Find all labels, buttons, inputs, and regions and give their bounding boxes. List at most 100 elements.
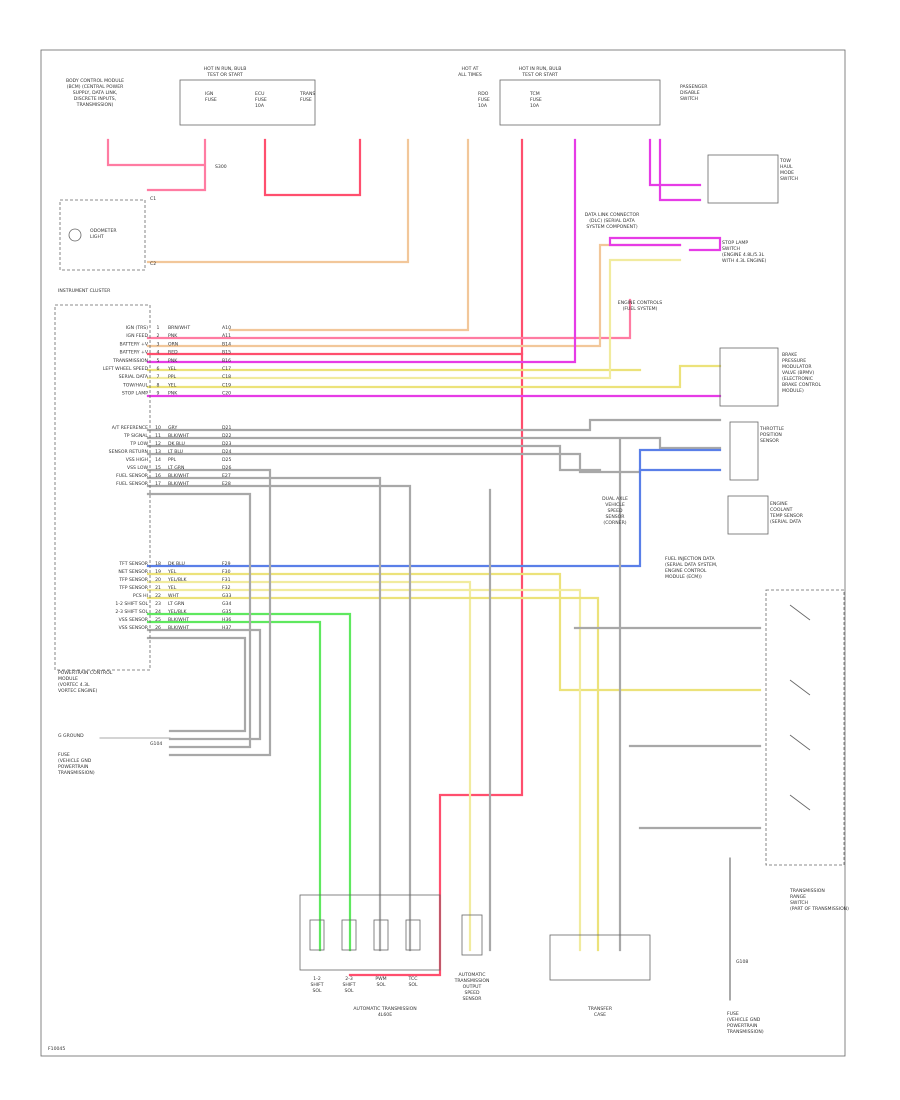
diagram-frame [40, 49, 846, 1057]
pin-cid: A10 [222, 325, 231, 331]
wire-green-b [146, 620, 322, 952]
pin-cid: D23 [222, 441, 231, 447]
pin-cid: C20 [222, 391, 231, 397]
solenoid-label: SOL [312, 988, 322, 994]
pin-cid: G33 [222, 593, 231, 599]
brake-module-box [719, 347, 779, 407]
pin-cid: F29 [222, 561, 231, 567]
label-dual-sensor-line-3: SENSOR [606, 514, 626, 520]
label-hot-mid-line-0: HOT AT [462, 66, 479, 72]
pin-label: SERIAL DATA [119, 374, 149, 380]
pin-color: BRN/WHT [168, 325, 190, 331]
label-fuse-b-line-2: 10A [255, 103, 265, 109]
pin-num: 3 [157, 341, 160, 347]
pin-color: ORN [168, 341, 178, 347]
label-tcm-title-line-3: VORTEC ENGINE) [58, 688, 98, 694]
pin-color: LT GRN [168, 601, 184, 607]
pin-cid: F32 [222, 585, 231, 591]
pin-num: 22 [155, 593, 161, 599]
pin-label: A/T REFERENCE [112, 425, 148, 431]
pin-cid: E27 [222, 473, 231, 479]
pin-color: YEL [167, 366, 177, 372]
trans-range-box [765, 589, 845, 866]
pin-cid: D21 [222, 425, 231, 431]
wire-orange-cluster [146, 138, 410, 264]
solenoid-label: 2-3 [345, 976, 353, 982]
label-sensor-speed-line-3: SPEED [464, 990, 479, 996]
wire-red-fuse-top [263, 138, 362, 197]
pin-label: FUEL SENSOR [116, 473, 149, 479]
pin-color: RED [168, 350, 178, 356]
label-ground-right-line-3: TRANSMISSION) [726, 1029, 764, 1035]
pin-color: PPL [168, 374, 177, 380]
label-tcm-title-line-1: MODULE [58, 676, 78, 682]
text-layer: BODY CONTROL MODULE(BCM) (CENTRAL POWERS… [48, 66, 849, 1052]
label-ptc-note-line-0: FUEL INJECTION DATA [665, 556, 716, 562]
label-stop-lamp-line-3: WITH 4.3L ENGINE) [722, 258, 767, 264]
wire-gray-v2 [146, 476, 382, 952]
label-odometer-line-1: LIGHT [90, 234, 104, 240]
label-brake-module-line-1: PRESSURE [782, 358, 806, 364]
label-auto-trans-line-1: 4L60E [378, 1012, 392, 1018]
tcm-box [54, 304, 151, 671]
pin-color: LT GRN [168, 465, 184, 471]
pin-label: STOP LAMP [122, 391, 148, 397]
label-data-link-line-0: DATA LINK CONNECTOR [585, 212, 640, 218]
pin-cid: D25 [222, 457, 231, 463]
label-g104: G104 [150, 741, 162, 747]
components [54, 79, 845, 981]
label-hot-fuel-line-0: ENGINE CONTROLS [618, 300, 662, 306]
label-brake-module-line-5: BRAKE CONTROL [782, 382, 822, 388]
pin-label: VSS LOW [127, 465, 148, 471]
pin-label: TFT SENSOR [118, 561, 148, 567]
label-auto-trans-line-0: AUTOMATIC TRANSMISSION [353, 1006, 416, 1012]
pin-color: YEL [167, 382, 177, 388]
label-g-right: G108 [736, 959, 748, 965]
pin-color: PNK [168, 391, 178, 397]
label-dual-sensor-line-4: (CORNER) [603, 520, 626, 526]
pin-num: 18 [155, 561, 161, 567]
pin-color: BLK/WHT [168, 481, 189, 487]
label-fuse-ground-line-0: FUSE [58, 752, 70, 758]
label-trans-case-line-1: CASE [594, 1012, 606, 1018]
label-fuse-d-line-2: 10A [478, 103, 488, 109]
pin-cid: C18 [222, 374, 231, 380]
pin-label: 1-2 SHIFT SOL [115, 601, 148, 607]
pin-cid: G35 [222, 609, 231, 615]
pin-label: TFP SENSOR [118, 577, 148, 583]
pin-cid: D26 [222, 465, 231, 471]
label-sensor-speed-line-0: AUTOMATIC [458, 972, 485, 978]
solenoid-label: 1-2 [313, 976, 321, 982]
speed-sensor [461, 914, 483, 956]
label-c2: C2 [150, 261, 156, 267]
pin-label: TFP SENSOR [118, 585, 148, 591]
pin-num: 26 [155, 625, 161, 631]
pin-cid: B14 [222, 341, 231, 347]
pin-cid: A11 [222, 333, 231, 339]
label-g-ground: G GROUND [58, 733, 84, 739]
wire-green-a [146, 612, 352, 952]
solenoid-label: SOL [376, 982, 386, 988]
fuse-block-right [499, 79, 661, 126]
wire-gray-row10 [146, 418, 722, 432]
label-dual-sensor-line-1: VEHICLE [605, 502, 625, 508]
label-hot-right-line-1: TEST OR START [521, 72, 558, 78]
label-tow-mode-line-1: HAUL [780, 164, 793, 170]
label-fuse-b-line-1: FUSE [255, 97, 267, 103]
wire-yellow-low1 [146, 572, 762, 692]
pin-label: VSS SENSOR [119, 625, 149, 631]
label-fuse-e-line-1: FUSE [530, 97, 542, 103]
wire-pink-row2 [146, 298, 632, 340]
pin-num: 23 [155, 601, 161, 607]
pin-color: PNK [168, 358, 178, 364]
label-fuse-e-line-2: 10A [530, 103, 540, 109]
pin-label: TOW/HAUL [122, 382, 148, 388]
label-stop-lamp-line-2: (ENGINE 4.8L/5.3L [722, 252, 765, 258]
label-fuse-b-line-0: ECU [255, 91, 264, 97]
label-body-module-line-0: BODY CONTROL MODULE [66, 78, 124, 84]
pin-label: NET SENSOR [118, 569, 148, 575]
pin-color: YEL [167, 585, 177, 591]
wire-gray-v5 [146, 628, 262, 741]
wire-yellow-low4 [146, 596, 600, 952]
wire-gray-v1 [146, 468, 272, 757]
